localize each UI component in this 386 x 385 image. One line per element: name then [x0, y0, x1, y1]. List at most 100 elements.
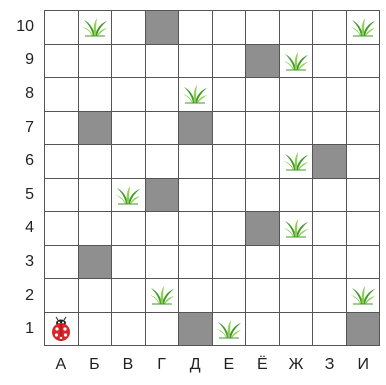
wall-cell[interactable] — [246, 212, 280, 246]
board-cell[interactable] — [313, 313, 347, 347]
wall-cell[interactable] — [179, 313, 213, 347]
board-cell[interactable] — [313, 179, 347, 213]
board-cell[interactable] — [146, 212, 180, 246]
board-cell[interactable] — [79, 45, 113, 79]
board-cell[interactable] — [246, 112, 280, 146]
board-cell[interactable] — [79, 145, 113, 179]
board-cell[interactable] — [112, 212, 146, 246]
board-cell[interactable] — [146, 313, 180, 347]
board-cell[interactable] — [313, 112, 347, 146]
board-cell[interactable] — [112, 313, 146, 347]
board-cell[interactable] — [313, 78, 347, 112]
board-cell[interactable] — [347, 179, 381, 213]
board-cell[interactable] — [179, 279, 213, 313]
board-cell[interactable] — [79, 179, 113, 213]
wall-cell[interactable] — [79, 246, 113, 280]
board-cell[interactable] — [179, 179, 213, 213]
board-cell[interactable] — [280, 246, 314, 280]
board-cell[interactable] — [79, 78, 113, 112]
board-cell[interactable] — [213, 212, 247, 246]
board-cell[interactable] — [79, 212, 113, 246]
board-cell[interactable] — [246, 313, 280, 347]
board-cell[interactable] — [45, 11, 79, 45]
wall-cell[interactable] — [347, 313, 381, 347]
board-cell[interactable] — [246, 246, 280, 280]
board-cell[interactable] — [146, 145, 180, 179]
board-cell[interactable] — [347, 279, 381, 313]
board-cell[interactable] — [45, 179, 79, 213]
board-cell[interactable] — [79, 11, 113, 45]
board-cell[interactable] — [179, 246, 213, 280]
board-cell[interactable] — [179, 212, 213, 246]
board-cell[interactable] — [213, 45, 247, 79]
board-cell[interactable] — [280, 11, 314, 45]
board-cell[interactable] — [213, 112, 247, 146]
board-cell[interactable] — [112, 45, 146, 79]
board-cell[interactable] — [146, 112, 180, 146]
board-cell[interactable] — [112, 179, 146, 213]
board-cell[interactable] — [313, 212, 347, 246]
board-cell[interactable] — [347, 11, 381, 45]
board-cell[interactable] — [347, 145, 381, 179]
board-cell[interactable] — [179, 78, 213, 112]
board-cell[interactable] — [280, 78, 314, 112]
board-cell[interactable] — [213, 11, 247, 45]
board-cell[interactable] — [246, 11, 280, 45]
board-cell[interactable] — [313, 246, 347, 280]
board-cell[interactable] — [179, 45, 213, 79]
board-cell[interactable] — [213, 313, 247, 347]
board-cell[interactable] — [112, 279, 146, 313]
wall-cell[interactable] — [146, 179, 180, 213]
board-cell[interactable] — [112, 11, 146, 45]
board-cell[interactable] — [112, 78, 146, 112]
board-cell[interactable] — [45, 45, 79, 79]
board-cell[interactable] — [347, 212, 381, 246]
board-cell[interactable] — [179, 11, 213, 45]
board-cell[interactable] — [112, 145, 146, 179]
board-cell[interactable] — [112, 112, 146, 146]
board-cell[interactable] — [313, 11, 347, 45]
board-cell[interactable] — [347, 78, 381, 112]
board-cell[interactable] — [45, 145, 79, 179]
board-cell[interactable] — [179, 145, 213, 179]
board-cell[interactable] — [213, 78, 247, 112]
board-cell[interactable] — [213, 279, 247, 313]
board-cell[interactable] — [347, 246, 381, 280]
board-cell[interactable] — [112, 246, 146, 280]
board-cell[interactable] — [280, 313, 314, 347]
board-cell[interactable] — [45, 246, 79, 280]
board-cell[interactable] — [146, 45, 180, 79]
board-cell[interactable] — [280, 145, 314, 179]
wall-cell[interactable] — [79, 112, 113, 146]
board-cell[interactable] — [280, 279, 314, 313]
board-cell[interactable] — [79, 313, 113, 347]
board-cell[interactable] — [313, 279, 347, 313]
board-cell[interactable] — [45, 279, 79, 313]
board-cell[interactable] — [213, 179, 247, 213]
board-cell[interactable] — [246, 179, 280, 213]
board-cell[interactable] — [45, 78, 79, 112]
wall-cell[interactable] — [146, 11, 180, 45]
board-cell[interactable] — [213, 246, 247, 280]
board-cell[interactable] — [45, 212, 79, 246]
board-cell[interactable] — [146, 279, 180, 313]
board-cell[interactable] — [280, 179, 314, 213]
wall-cell[interactable] — [313, 145, 347, 179]
board-cell[interactable] — [213, 145, 247, 179]
board-cell[interactable] — [347, 45, 381, 79]
board-cell[interactable] — [246, 145, 280, 179]
board-cell[interactable] — [246, 279, 280, 313]
board-cell[interactable] — [79, 279, 113, 313]
board-cell[interactable] — [280, 112, 314, 146]
board-cell[interactable] — [347, 112, 381, 146]
board-cell[interactable] — [146, 78, 180, 112]
board-cell[interactable] — [246, 78, 280, 112]
board-cell[interactable] — [313, 45, 347, 79]
board-cell[interactable] — [45, 112, 79, 146]
board-cell[interactable] — [45, 313, 79, 347]
wall-cell[interactable] — [179, 112, 213, 146]
board-cell[interactable] — [146, 246, 180, 280]
wall-cell[interactable] — [246, 45, 280, 79]
board-cell[interactable] — [280, 45, 314, 79]
board-cell[interactable] — [280, 212, 314, 246]
